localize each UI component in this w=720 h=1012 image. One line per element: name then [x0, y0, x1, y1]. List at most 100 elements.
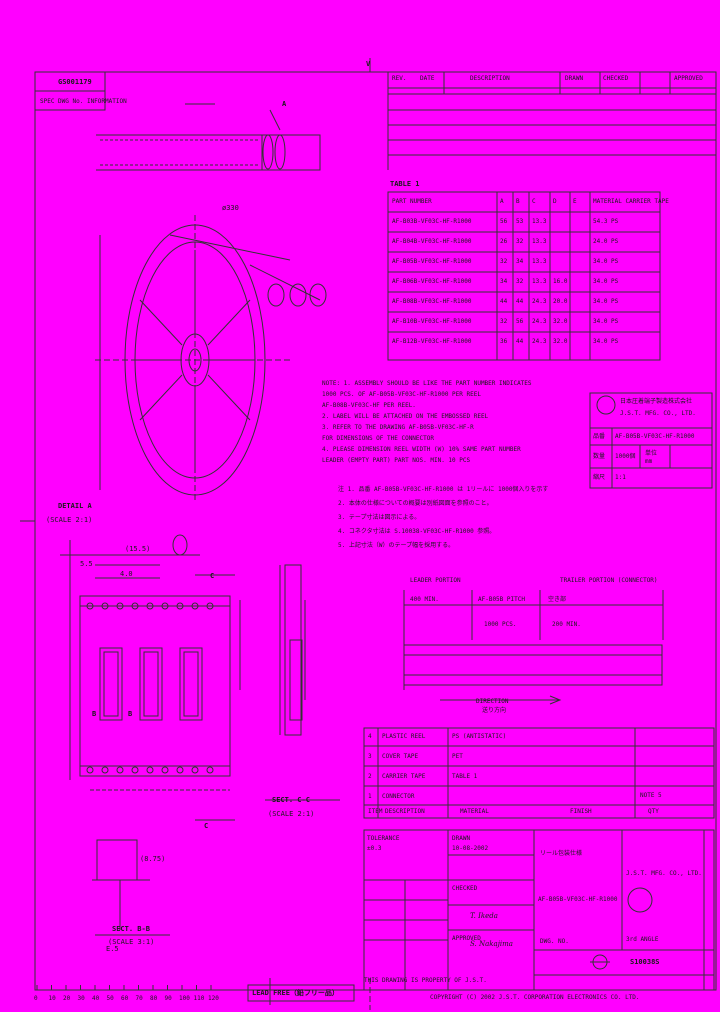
- note-line: 3. REFER TO THE DRAWING AF-B05B-VF03C-HF…: [322, 424, 474, 431]
- note-line-jp: 3. テープ寸法は図示による。: [338, 514, 421, 521]
- empty-pitch: AF-B05B PITCH: [478, 596, 525, 603]
- table1-cell: AF-B03B-VF03C-HF-R1000: [392, 218, 472, 225]
- bom-item-material: PET: [452, 753, 463, 760]
- leader-label: LEADER PORTION: [410, 577, 461, 584]
- ruler-label: 40: [92, 995, 100, 1002]
- note-line: 2. LABEL WILL BE ATTACHED ON THE EMBOSSE…: [322, 413, 489, 420]
- rev-header-date: DATE: [420, 75, 435, 82]
- bom-header-material: MATERIAL: [460, 808, 489, 815]
- bom-item-no: 3: [368, 753, 372, 760]
- table1-header: E: [573, 198, 577, 205]
- dwg-no: S10038S: [630, 958, 660, 966]
- company-name-jp: 日本圧着端子製造株式会社: [620, 398, 693, 405]
- label-b-right: B: [128, 710, 133, 718]
- bom-header-item: ITEM: [368, 808, 383, 815]
- bom-header-description: DESCRIPTION: [385, 808, 425, 815]
- label-c-bottom: C: [204, 822, 209, 830]
- bom-item-material: PS (ANTISTATIC): [452, 733, 507, 740]
- section-bb-title: SECT. B-B: [112, 925, 150, 933]
- dim-e-5: E.5: [106, 945, 119, 953]
- label-c-top: C: [210, 572, 215, 580]
- table1-cell: 32: [516, 278, 524, 285]
- table1-cell: AF-B12B-VF03C-HF-R1000: [392, 338, 472, 345]
- table1-cell: 13.3: [532, 258, 547, 265]
- table1-cell: 32.0: [553, 318, 568, 325]
- scale-value: 1:1: [615, 474, 626, 481]
- table1-header: MATERIAL CARRIER TAPE: [593, 198, 669, 205]
- table1-cell: 24.3: [532, 338, 547, 345]
- tolerance-value: ±0.3: [367, 845, 382, 852]
- dim-15-5: (15.5): [125, 545, 151, 553]
- table1-cell: 54.3 PS: [593, 218, 619, 225]
- table1-title: TABLE 1: [390, 180, 420, 188]
- approved-label: APPROVED: [452, 935, 481, 942]
- empty-part-jp: 空き部: [548, 596, 567, 603]
- rev-header-approved: APPROVED: [674, 75, 703, 82]
- company-name-en: J.S.T. MFG. CO., LTD.: [620, 410, 696, 417]
- table1-cell: 13.3: [532, 278, 547, 285]
- table1-cell: 26: [500, 238, 508, 245]
- note-line: FOR DIMENSIONS OF THE CONNECTOR: [322, 435, 434, 442]
- dim-4-0: 4.0: [120, 570, 133, 578]
- table1-cell: 32.0: [553, 338, 568, 345]
- ruler-label: 70: [135, 995, 143, 1002]
- part-value: AF-B05B-VF03C-HF-R1000: [615, 433, 695, 440]
- table1-cell: 20.0: [553, 298, 568, 305]
- signature-2: S. Nakajima: [470, 940, 513, 948]
- table1-cell: 34.0 PS: [593, 338, 619, 345]
- drawn-label: DRAWN: [452, 835, 471, 842]
- label-a-top: A: [282, 100, 287, 108]
- top-note: SPEC DWG No. INFORMATION: [40, 98, 127, 105]
- ruler-label: 80: [150, 995, 158, 1002]
- tolerance-label: TOLERANCE: [367, 835, 400, 842]
- section-cc-title: SECT. C-C: [272, 796, 310, 804]
- table1-cell: 16.0: [553, 278, 568, 285]
- table1-header: PART NUMBER: [392, 198, 432, 205]
- title-jp: リール包装仕様: [540, 850, 583, 857]
- label-b-left: B: [92, 710, 97, 718]
- bom-item-no: 4: [368, 733, 372, 740]
- table1-cell: 24.0 PS: [593, 238, 619, 245]
- note-line: 1000 PCS. OF AF-B05B-VF03C-HF-R1000 PER …: [322, 391, 481, 398]
- lead-free-label: LEAD FREE（鉛フリー品）: [252, 989, 339, 997]
- reel-diameter: ø330: [222, 204, 239, 212]
- trailer-label: TRAILER PORTION (CONNECTOR): [560, 577, 658, 584]
- scale-ruler: [36, 985, 212, 990]
- note-line-jp: 注 1. 品番 AF-B05B-VF03C-HF-R1000 は 1リールに 1…: [338, 486, 549, 493]
- table1-cell: AF-B06B-VF03C-HF-R1000: [392, 278, 472, 285]
- table1-cell: 32: [500, 318, 508, 325]
- ruler-label: 20: [63, 995, 71, 1002]
- table1-cell: 32: [500, 258, 508, 265]
- table1-header: D: [553, 198, 557, 205]
- table1-cell: 34.0 PS: [593, 318, 619, 325]
- bom-item-name: CONNECTOR: [382, 793, 415, 800]
- title-part: AF-B05B-VF03C-HF-R1000: [538, 896, 618, 903]
- third-angle: 3rd ANGLE: [626, 936, 659, 943]
- table1-cell: 13.3: [532, 238, 547, 245]
- dim-8-75: (8.75): [140, 855, 166, 863]
- note-line: LEADER (EMPTY PART) PART NOS. MIN. 10 PC…: [322, 457, 471, 464]
- table1-cell: 44: [500, 298, 508, 305]
- date-value: 10-08-2002: [452, 845, 489, 852]
- direction-sub: 送り方向: [482, 707, 507, 714]
- filled-qty: 1000 PCS.: [484, 621, 517, 628]
- bom-item-name: COVER TAPE: [382, 753, 419, 760]
- table1-cell: 36: [500, 338, 508, 345]
- bom-item-material: TABLE 1: [452, 773, 478, 780]
- table1-cell: AF-B08B-VF03C-HF-R1000: [392, 298, 472, 305]
- confidential: THIS DRAWING IS PROPERTY OF J.S.T.: [364, 977, 487, 984]
- part-label: 品番: [593, 433, 606, 440]
- ruler-label: 120: [208, 995, 219, 1002]
- bom-note-right: NOTE 5: [640, 792, 662, 799]
- top-drawing-number: GS001179: [58, 78, 92, 86]
- table1-cell: AF-B10B-VF03C-HF-R1000: [392, 318, 472, 325]
- table1-cell: 34: [500, 278, 508, 285]
- checked-label: CHECKED: [452, 885, 478, 892]
- table1-cell: AF-B04B-VF03C-HF-R1000: [392, 238, 472, 245]
- leader-length: 400 MIN.: [410, 596, 439, 603]
- table1-cell: 32: [516, 238, 524, 245]
- rev-header-description: DESCRIPTION: [470, 75, 510, 82]
- ruler-label: 90: [164, 995, 172, 1002]
- ruler-label: 110: [193, 995, 205, 1002]
